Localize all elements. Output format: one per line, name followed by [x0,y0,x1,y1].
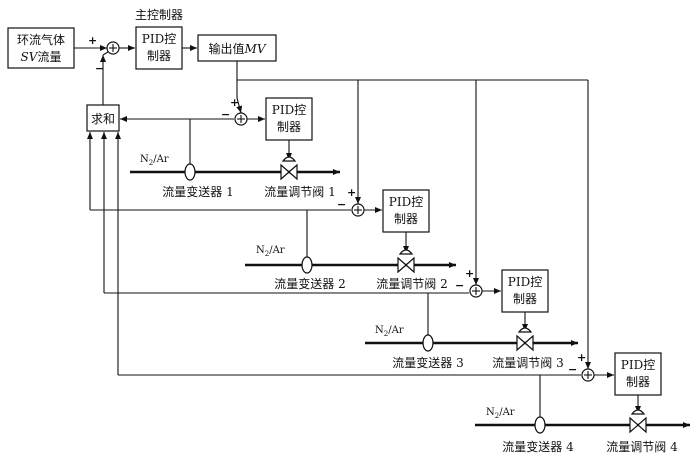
loop1-pid-label-1: PID控 [272,103,306,117]
main-pid-label-2: 制器 [147,49,171,63]
loop3-pid-label-1: PID控 [508,275,542,289]
sum-block [86,104,120,132]
main-pid-label-1: PID控 [142,32,176,46]
loop1-minus: − [221,108,230,121]
sum-block-label: 求和 [91,112,115,126]
output-text: 输出值 [209,41,245,56]
mv-to-sum1-arrow [236,97,243,114]
loop3-valve-label: 流量调节阀 3 [492,356,563,370]
loop4-plus: + [577,351,586,364]
loop4-valve-label: 流量调节阀 4 [606,440,678,454]
loop3-valve-icon [516,334,534,352]
loop4-valve-icon [629,416,647,434]
main-pid-controller [135,26,183,70]
loop2-minus: − [337,198,346,211]
loop3-gas-label: N2/Ar [375,325,404,338]
loop3-actuator-icon [517,327,533,333]
loop2-valve-label: 流量调节阀 2 [376,277,447,291]
output-mv-label: 输出值MV [209,41,267,56]
loop2-pid-label-2: 制器 [394,212,418,226]
loop1-flow-transmitter-icon [184,163,196,181]
loop2-pid-controller [382,189,430,233]
loop2-actuator-icon [398,249,414,255]
loop1-transmitter-label: 流量变送器 1 [162,184,233,199]
loop4-minus: − [568,363,577,376]
loop4-pid-label-2: 制器 [626,375,650,389]
loop4-flow-transmitter-icon [534,416,546,434]
loop4-pid-label-1: PID控 [621,358,655,372]
loop3-transmitter-label: 流量变送器 3 [392,355,463,370]
loop1-pid-controller [265,97,313,141]
sv-flow-label-2: SV流量 [21,50,62,64]
loop3-plus: + [465,267,474,280]
loop2-pid-label-1: PID控 [389,195,423,209]
loop1-actuator-icon [281,156,297,162]
feedback-joint [102,51,109,56]
sv-flow-unit: 流量 [37,50,61,64]
sv-flow-block [7,27,75,69]
loop3-flow-transmitter-icon [422,334,434,352]
loop2-gas-label: N2/Ar [256,245,285,258]
loop4-transmitter-label: 流量变送器 4 [502,439,574,454]
loop1-plus: + [230,96,239,109]
loop4-gas-label: N2/Ar [486,407,515,420]
main-sum-minus: − [95,62,104,75]
loop3-pid-label-2: 制器 [513,292,537,306]
loop1-gas-label: N2/Ar [140,154,169,167]
sv-flow-sv: SV [21,50,39,64]
loop2-valve-icon [397,256,415,274]
loop2-transmitter-label: 流量变送器 2 [274,276,345,291]
loop2-flow-transmitter-icon [301,256,313,274]
loop3-minus: − [455,279,464,292]
loop1-pid-label-2: 制器 [277,120,301,134]
sv-flow-label-1: 环流气体 [17,32,65,47]
main-controller-caption: 主控制器 [135,8,183,22]
loop1-valve-label: 流量调节阀 1 [264,185,335,199]
loop1-valve-icon [280,163,298,181]
main-sum-plus: + [88,34,97,47]
loop4-actuator-icon [630,409,646,415]
output-mv: MV [244,42,267,56]
loop2-plus: + [347,186,356,199]
